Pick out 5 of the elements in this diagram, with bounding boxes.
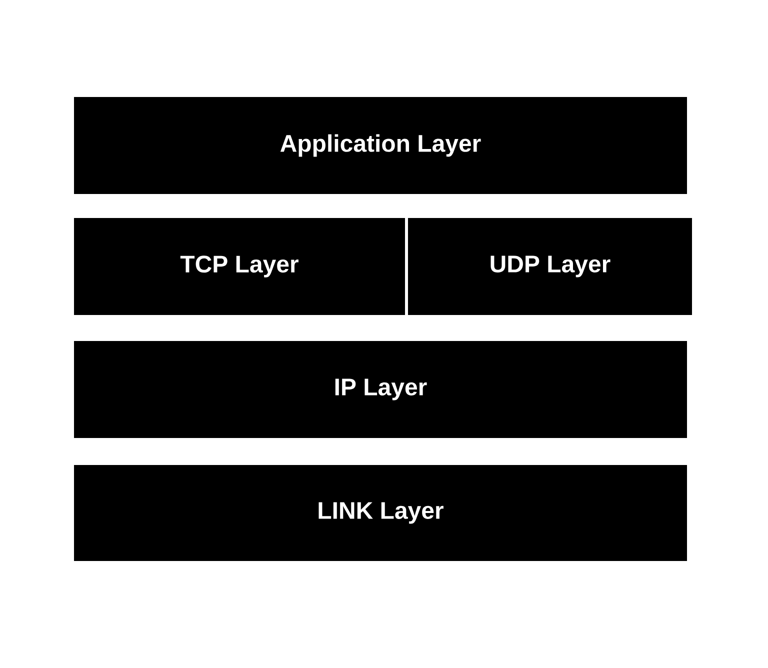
layer-box: TCP Layer — [74, 218, 405, 315]
layer-box: IP Layer — [74, 341, 687, 438]
layer-box: UDP Layer — [408, 218, 692, 315]
layer-box: Application Layer — [74, 97, 687, 194]
layer-box: LINK Layer — [74, 465, 687, 561]
